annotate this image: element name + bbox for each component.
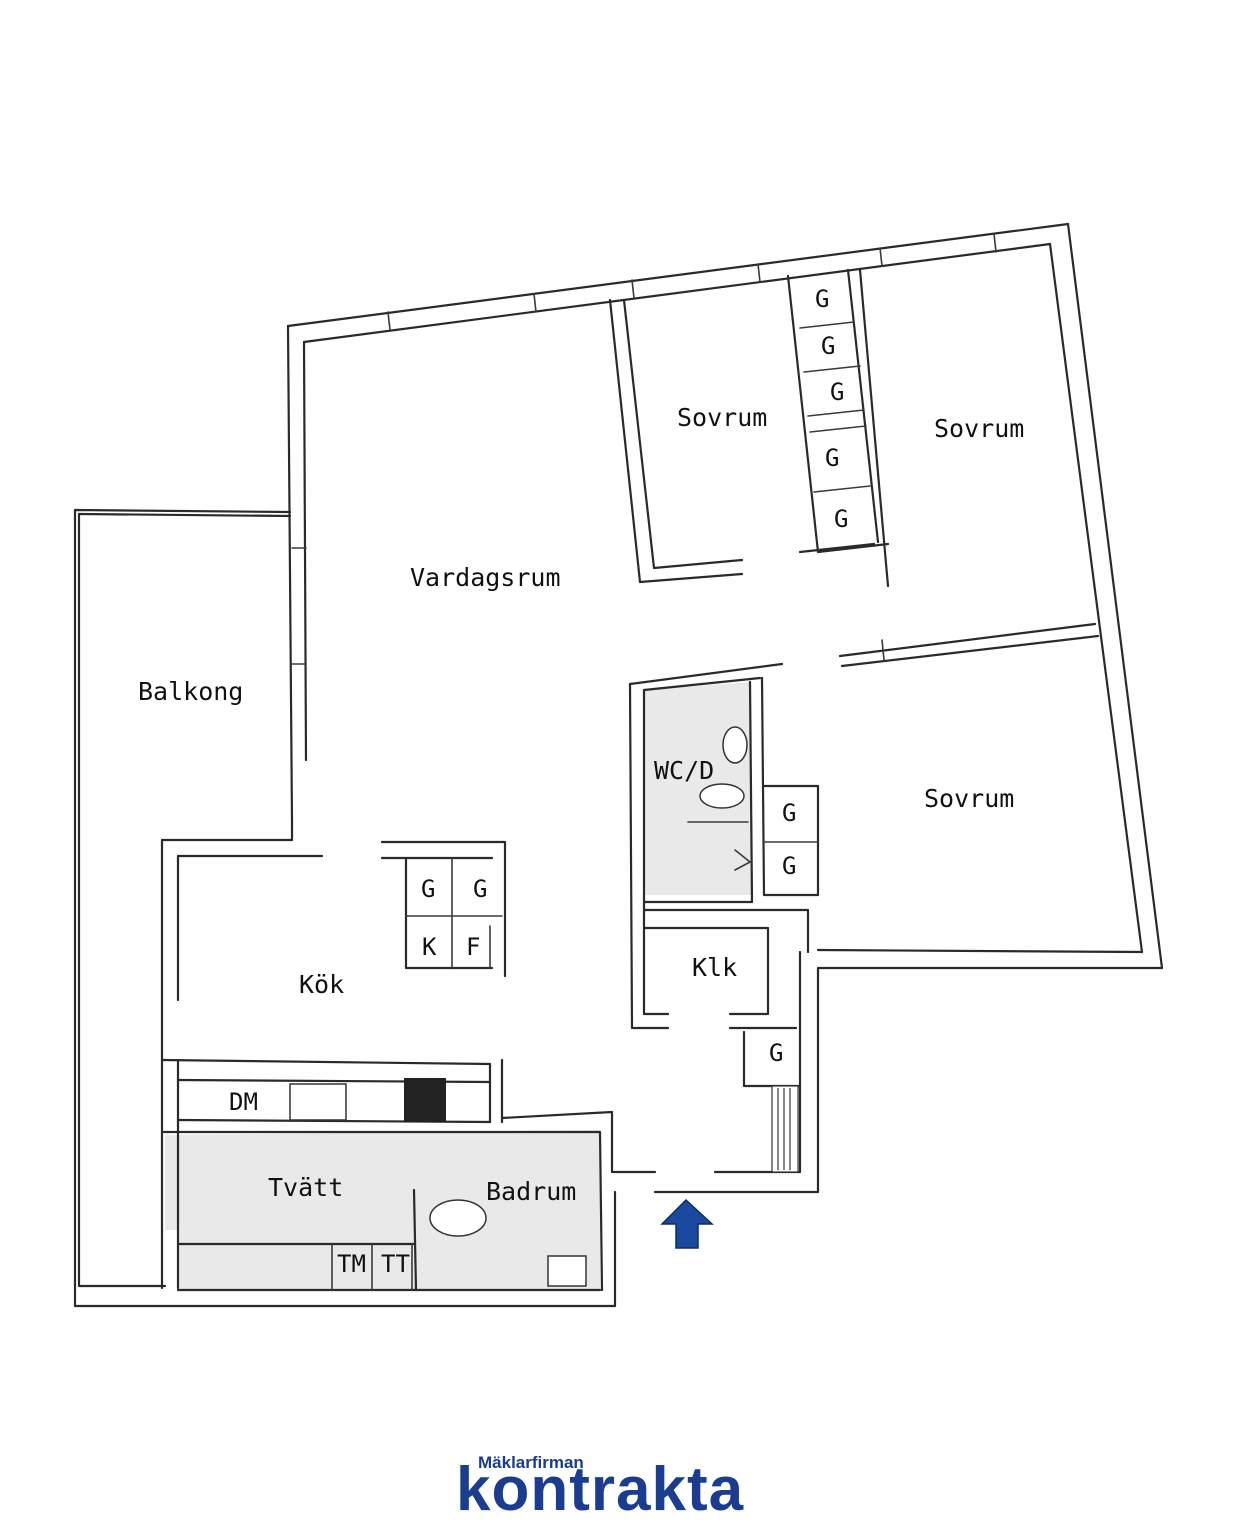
wardrobe-label: G — [834, 505, 848, 533]
wardrobe-label: G — [825, 444, 839, 472]
wardrobe-label: G — [769, 1039, 783, 1067]
sink-icon — [289, 1083, 347, 1121]
entrance-arrow-icon — [660, 1198, 714, 1249]
outer-walls — [73, 222, 1164, 1308]
tumble-dryer-label: TT — [381, 1250, 410, 1278]
stove-icon — [404, 1078, 446, 1122]
logo-top-text: Mäklarfirman — [478, 1453, 584, 1472]
room-label-badrum: Badrum — [486, 1177, 576, 1206]
bathroom-fixtures — [429, 726, 752, 1287]
room-label-vardagsrum: Vardagsrum — [410, 563, 561, 592]
dishwasher-label: DM — [229, 1088, 258, 1116]
toilet-icon-2 — [429, 1199, 487, 1237]
wardrobe-label: G — [830, 378, 844, 406]
room-label-sovrum-1: Sovrum — [677, 403, 767, 432]
radiator-icon — [771, 1085, 799, 1173]
room-labels: Vardagsrum Balkong Sovrum Sovrum Sovrum … — [138, 403, 1024, 1206]
wardrobe-label: G — [782, 799, 796, 827]
freezer-label: F — [466, 933, 480, 961]
window-marks — [387, 233, 997, 331]
room-label-klk: Klk — [692, 953, 737, 982]
toilet-icon — [699, 783, 745, 809]
room-label-kok: Kök — [299, 970, 344, 999]
wardrobe-label: G — [815, 285, 829, 313]
wardrobe-label: G — [821, 332, 835, 360]
room-label-sovrum-3: Sovrum — [924, 784, 1014, 813]
fridge-label: K — [422, 933, 437, 961]
logo-main-text: kontrakta — [456, 1455, 744, 1524]
room-label-balkong: Balkong — [138, 677, 243, 706]
wardrobe-label: G — [473, 875, 487, 903]
room-label-sovrum-2: Sovrum — [934, 414, 1024, 443]
brand-logo: Mäklarfirman kontrakta — [456, 1453, 744, 1524]
washbasin-icon-2 — [547, 1255, 587, 1287]
washing-machine-label: TM — [337, 1250, 366, 1278]
interior-walls — [160, 268, 1100, 1292]
washbasin-icon — [722, 726, 748, 764]
room-label-tvatt: Tvätt — [268, 1173, 343, 1202]
wardrobe-label: G — [421, 875, 435, 903]
wardrobe-label: G — [782, 852, 796, 880]
kitchen-appliances — [289, 1078, 446, 1122]
fixture-labels: G G G G G G G G G G K F DM TM TT — [229, 285, 848, 1278]
room-label-wc-d: WC/D — [654, 756, 714, 785]
shower-icon — [734, 849, 752, 871]
